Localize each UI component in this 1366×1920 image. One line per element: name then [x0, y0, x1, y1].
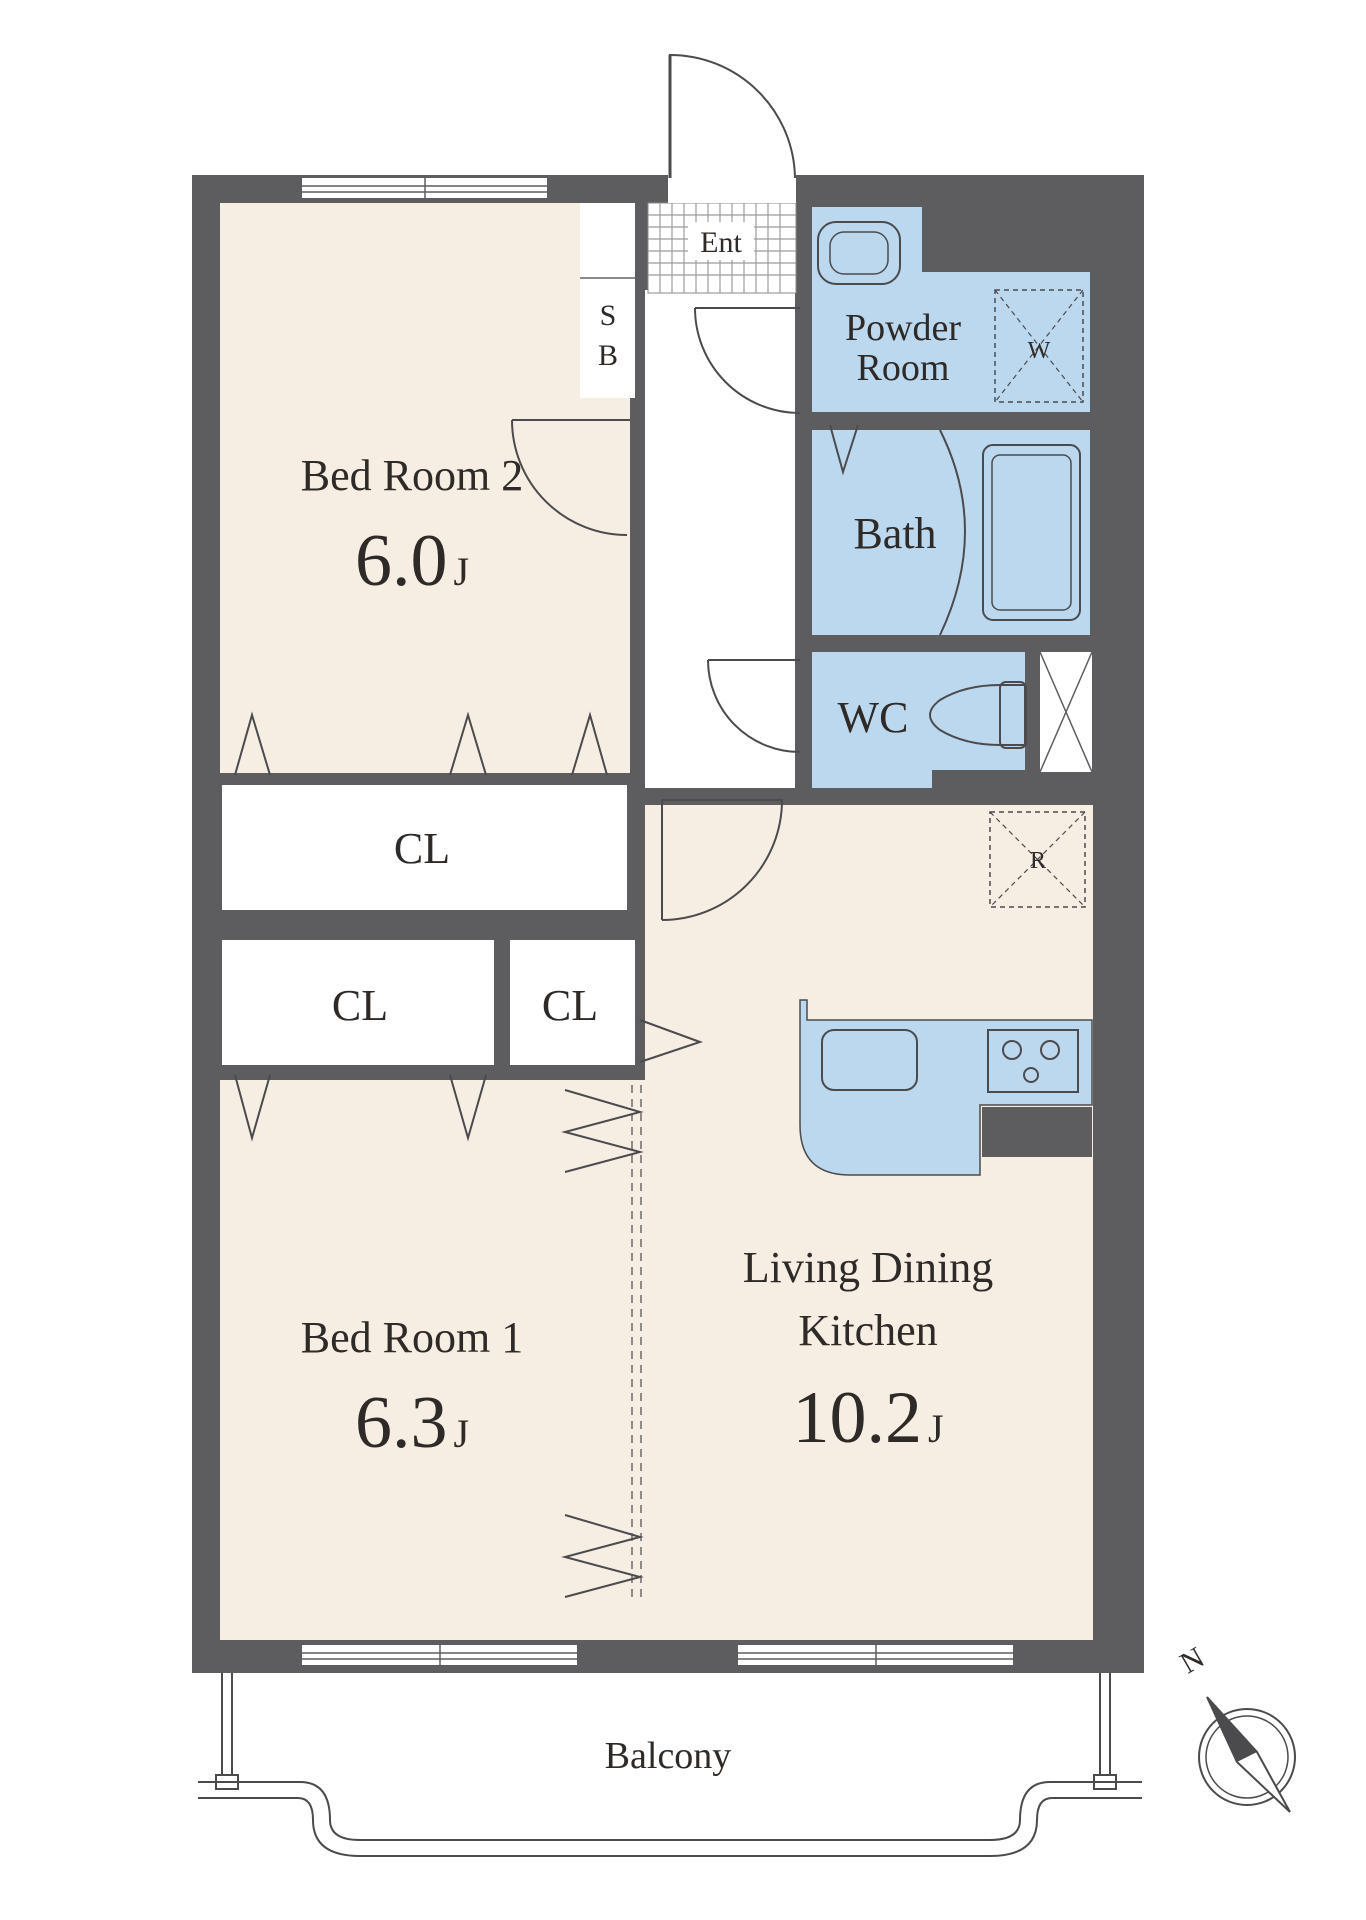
- powder-sink: [817, 221, 901, 285]
- bath-floor: [812, 430, 1090, 635]
- closet-long: [222, 785, 627, 910]
- kitchen-sink: [821, 1029, 918, 1091]
- powder-sink-basin: [829, 231, 889, 275]
- shoe-box-label-1: S: [600, 299, 617, 332]
- compass-label: N: [1175, 1641, 1210, 1680]
- ldk-floor: [645, 805, 1093, 1640]
- washer-label: W: [1028, 338, 1051, 364]
- closet-left: [222, 940, 494, 1065]
- bathtub-inner: [991, 454, 1072, 611]
- bedroom-1-floor: [220, 1080, 630, 1640]
- entrance-door-swing: [669, 53, 796, 179]
- kitchen-stove: [987, 1029, 1079, 1093]
- closet-small: [510, 940, 635, 1065]
- toilet-tank: [999, 681, 1027, 749]
- entrance-tile-grid: [648, 203, 796, 293]
- fridge-box: [989, 811, 1086, 908]
- bath-door-curve: [939, 429, 966, 636]
- shoe-box: [580, 203, 635, 398]
- bathtub: [982, 444, 1081, 621]
- ldk-door-swing: [661, 799, 784, 921]
- closet-left-label: CL: [332, 981, 388, 1030]
- hallway-floor: [645, 290, 795, 788]
- kitchen-wall-block: [982, 1107, 1092, 1157]
- stove-burner-3: [1023, 1067, 1039, 1083]
- bath-label: Bath: [853, 509, 936, 558]
- window-top: [302, 178, 547, 198]
- entrance-label: Ent: [700, 226, 742, 259]
- outer-wall-top-right: [1100, 175, 1144, 275]
- window-bottom-left: [302, 1645, 577, 1665]
- powder-room-label-1: Powder: [845, 307, 961, 349]
- bedroom-ldk-partition: [630, 1080, 645, 1640]
- entrance-door-gap: [668, 175, 796, 203]
- bedroom-2-door-swing: [511, 419, 630, 536]
- bedroom-2-floor: [220, 203, 630, 773]
- wc-label: WC: [838, 693, 909, 742]
- fridge-label: R: [1030, 848, 1046, 874]
- toilet: [929, 684, 1026, 746]
- bath-entry-mark: [829, 424, 859, 476]
- balcony-label: Balcony: [605, 1735, 732, 1777]
- balcony-railing: [198, 1673, 1142, 1857]
- ldk-label-line-1: Living Dining: [743, 1243, 994, 1292]
- entrance-floor: [647, 202, 797, 294]
- stove-burner-2: [1040, 1040, 1060, 1060]
- closet-door-marks: [234, 711, 704, 1598]
- bedroom-1-label: Bed Room 1: [301, 1313, 523, 1362]
- washer-box: [994, 289, 1084, 403]
- powder-room-door-swing: [694, 307, 801, 414]
- closet-long-label: CL: [394, 824, 450, 873]
- powder-room-floor: [812, 207, 1090, 412]
- wc-floor: [812, 652, 1025, 788]
- window-bottom-right: [738, 1645, 1013, 1665]
- bedroom-2-label: Bed Room 2: [301, 451, 523, 500]
- closet-small-label: CL: [542, 981, 598, 1030]
- ldk-label-line-2: Kitchen: [798, 1306, 937, 1355]
- powder-room-label-2: Room: [857, 347, 950, 389]
- shoe-box-label-2: B: [598, 339, 618, 372]
- compass-north-icon: [1198, 1696, 1296, 1813]
- wc-door-swing: [707, 659, 801, 753]
- entrance-label-bg: [688, 222, 754, 260]
- stove-burner-1: [1002, 1040, 1022, 1060]
